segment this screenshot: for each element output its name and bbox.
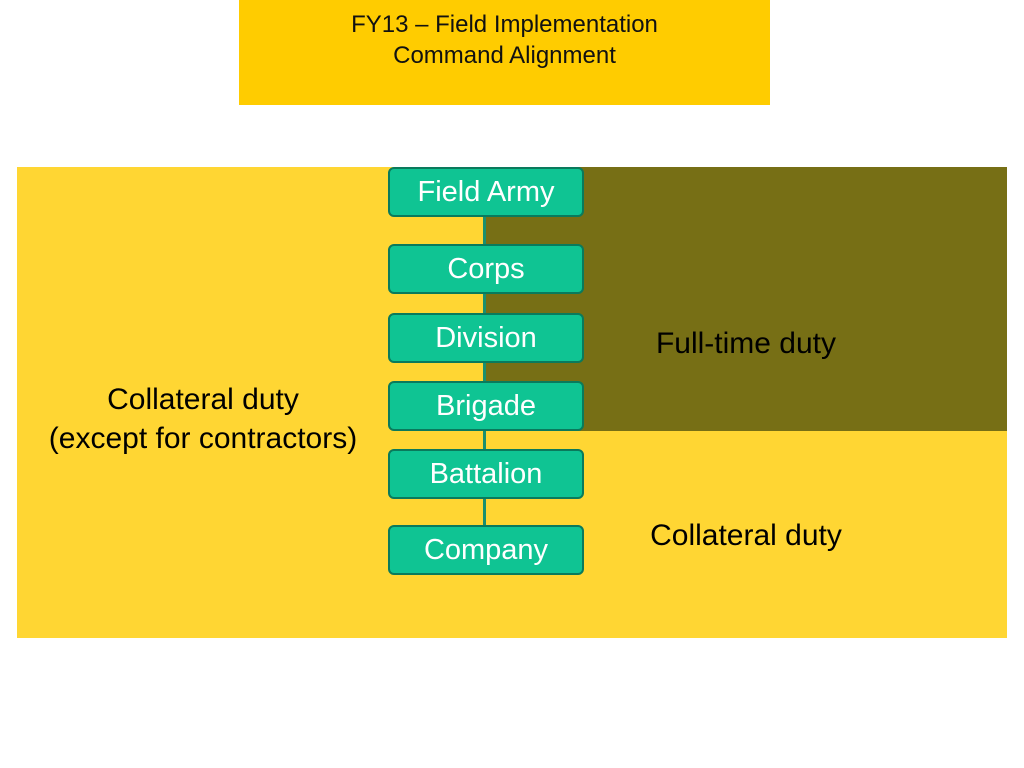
node-division[interactable]: Division <box>388 313 584 363</box>
title-line-2: Command Alignment <box>393 42 616 69</box>
title-banner: FY13 – Field Implementation Command Alig… <box>239 0 770 105</box>
hierarchy-connector-line <box>483 190 486 550</box>
full-time-duty-label: Full-time duty <box>655 327 837 360</box>
node-battalion[interactable]: Battalion <box>388 449 584 499</box>
collateral-duty-right-label: Collateral duty <box>650 519 842 552</box>
collateral-duty-left-line-2: (except for contractors) <box>48 422 358 455</box>
node-corps[interactable]: Corps <box>388 244 584 294</box>
collateral-duty-left-label: Collateral duty (except for contractors) <box>20 380 386 458</box>
title-line-1: FY13 – Field Implementation <box>351 11 658 38</box>
node-field-army[interactable]: Field Army <box>388 167 584 217</box>
collateral-duty-left-line-1: Collateral duty <box>107 383 299 416</box>
node-company[interactable]: Company <box>388 525 584 575</box>
node-brigade[interactable]: Brigade <box>388 381 584 431</box>
